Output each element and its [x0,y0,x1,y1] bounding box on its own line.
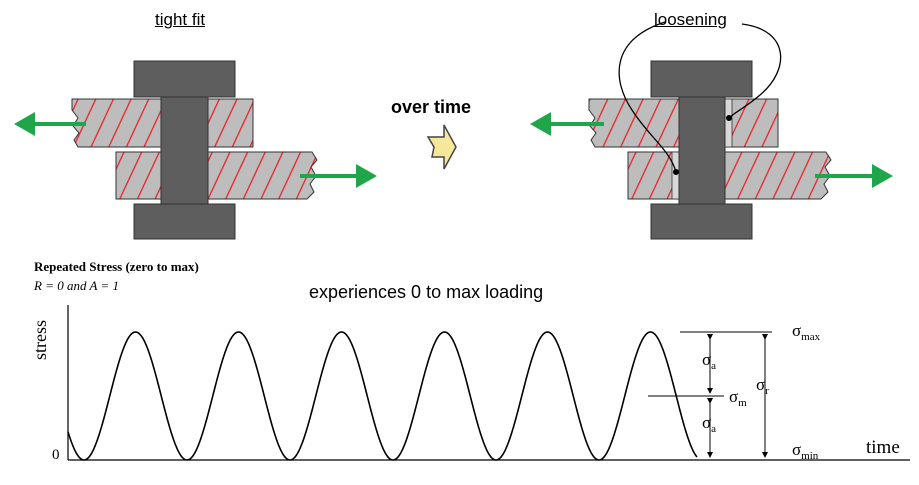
left-force-arrow-loose [530,112,604,136]
right-force-arrow [300,164,377,188]
left-title: tight fit [155,10,206,29]
sigma-min-label: σmin [792,440,819,462]
y-tick-zero: 0 [52,447,60,463]
bottom-plate [115,151,318,200]
chart-subtitle: experiences 0 to max loading [309,282,544,302]
right-title: loosening [654,10,727,29]
leader-line-right [728,23,782,119]
stress-chart [67,305,910,461]
transition-label: over time [391,97,472,117]
stress-series-line [67,331,698,461]
bolt-head-top-loose [650,60,753,98]
transition-arrow-icon [426,124,457,170]
sigma-max-label: σmax [792,321,821,343]
gap-bottom-left [671,151,680,200]
chart-params: R = 0 and A = 1 [34,278,119,293]
loosening-assembly [530,21,893,240]
sigma-r-label: σr [756,375,769,397]
x-axis-label: time [866,437,900,458]
bolt-head-top [133,60,236,98]
bolt-nut-bottom [133,203,236,240]
bolt-nut-bottom-loose [650,203,753,240]
tight-fit-assembly [14,60,377,240]
sigma-m-label: σm [729,387,747,409]
bolt-shank-loose [678,96,726,205]
leader-line-left [618,21,677,173]
chart-caption: Repeated Stress (zero to max) [34,259,199,274]
sigma-a-upper-label: σa [702,350,717,372]
gap-top-right [724,98,733,148]
bottom-plate-loose [627,151,832,200]
sigma-a-lower-label: σa [702,413,717,435]
bolt-shank [160,96,209,205]
right-force-arrow-loose [815,164,893,188]
left-force-arrow [14,112,86,136]
y-axis-label: stress [30,320,50,360]
